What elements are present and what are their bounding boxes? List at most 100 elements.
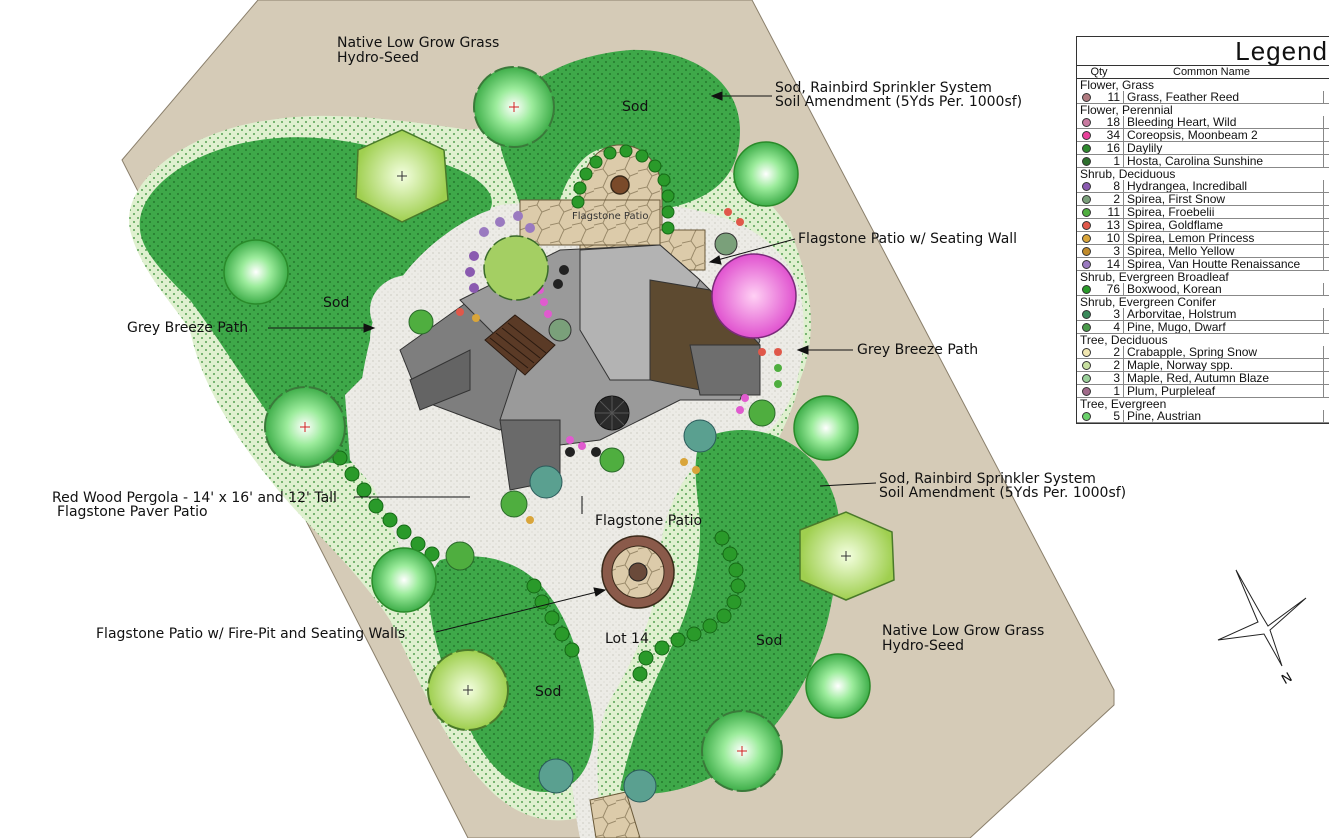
legend-qty: 5	[1092, 423, 1124, 424]
label-flagstone-seating: Flagstone Patio w/ Seating Wall	[798, 231, 1017, 247]
legend-header: Qty Common Name	[1077, 66, 1329, 79]
legend-common-name: Spirea, Van Houtte Renaissance	[1124, 258, 1324, 270]
label-native-top-2: Hydro-Seed	[337, 50, 419, 66]
legend-common-name: Maple, Red, Autumn Blaze	[1124, 372, 1324, 384]
north-label: N	[1279, 670, 1295, 688]
legend-common-name: Plum, Purpleleaf	[1124, 385, 1324, 397]
legend-category: Shrub, Deciduous	[1080, 167, 1176, 181]
plant-symbol-icon	[1080, 347, 1092, 357]
legend-qty: 2	[1092, 193, 1124, 205]
legend-qty: 34	[1092, 129, 1124, 141]
label-sod-2: Sod	[323, 295, 349, 311]
label-native-top-1: Native Low Grow Grass	[337, 35, 499, 51]
legend-title: Legend	[1077, 37, 1329, 66]
legend-qty: 4	[1092, 321, 1124, 333]
label-sod-right-1: Sod, Rainbird Sprinkler System	[879, 471, 1096, 487]
legend-common-name: Spirea, Froebelii	[1124, 206, 1324, 218]
legend-common-name: Spirea, Goldflame	[1124, 219, 1324, 231]
legend-common-name: Maple, Norway spp.	[1124, 359, 1324, 371]
plant-symbol-icon	[1080, 246, 1092, 256]
legend-qty: 10	[1092, 232, 1124, 244]
label-grey-breeze-right: Grey Breeze Path	[857, 342, 978, 358]
legend-qty: 76	[1092, 283, 1124, 295]
fountain	[610, 175, 630, 195]
legend-qty: 14	[1092, 258, 1124, 270]
label-sod-top-2: Soil Amendment (5Yds Per. 1000sf)	[775, 94, 1022, 110]
house-roof	[399, 244, 761, 491]
plant-symbol-icon	[1080, 309, 1092, 319]
tree-plum-purpleleaf	[711, 253, 797, 339]
legend-category: Tree, Evergreen	[1080, 397, 1167, 411]
legend-category: Flower, Grass	[1080, 78, 1155, 92]
tree-crabapple	[427, 235, 549, 731]
label-lot: Lot 14	[605, 631, 649, 647]
plant-symbol-icon	[1080, 207, 1092, 217]
legend-common-name: Spirea, Mello Yellow	[1124, 245, 1324, 257]
plant-symbol-icon	[1080, 322, 1092, 332]
pergola	[484, 314, 556, 376]
firepit-patio	[601, 535, 675, 609]
label-sod-3: Sod	[756, 633, 782, 649]
legend-qty: 3	[1092, 372, 1124, 384]
plant-symbol-icon	[1080, 130, 1092, 140]
plant-symbol-icon	[1080, 117, 1092, 127]
plant-symbol-icon	[1080, 194, 1092, 204]
label-firepit: Flagstone Patio w/ Fire-Pit and Seating …	[96, 626, 405, 642]
legend-qty: 16	[1092, 142, 1124, 154]
tree-austrian-pine	[223, 141, 871, 719]
legend-common-name: Boxwood, Korean	[1124, 283, 1324, 295]
plant-symbol-icon	[1080, 156, 1092, 166]
plant-symbol-icon	[1080, 386, 1092, 396]
legend-common-name: Spruce, Colorado Blue	[1124, 423, 1324, 424]
plant-symbol-icon	[1080, 284, 1092, 294]
sod-area-top	[499, 49, 740, 211]
label-flagstone-patio: Flagstone Patio	[595, 513, 702, 529]
label-pergola-2: Flagstone Paver Patio	[57, 504, 208, 520]
plant-symbol-icon	[1080, 181, 1092, 191]
label-sod-top-1: Sod, Rainbird Sprinkler System	[775, 80, 992, 96]
legend-common-name: Pine, Austrian	[1124, 410, 1324, 422]
label-pergola-1: Red Wood Pergola - 14' x 16' and 12' Tal…	[52, 490, 337, 506]
driveway	[589, 791, 641, 838]
legend-common-name: Coreopsis, Moonbeam 2	[1124, 129, 1324, 141]
boxwood-hedge-right	[632, 530, 746, 682]
legend-qty: 5	[1092, 410, 1124, 422]
north-arrow	[1217, 569, 1307, 667]
legend-category: Tree, Deciduous	[1080, 333, 1168, 347]
legend-common-name: Spirea, First Snow	[1124, 193, 1324, 205]
legend-category: Shrub, Evergreen Conifer	[1080, 295, 1217, 309]
plant-symbol-icon	[1080, 259, 1092, 269]
legend-qty: 8	[1092, 180, 1124, 192]
label-sod-4: Sod	[535, 684, 561, 700]
plant-symbol-icon	[1080, 360, 1092, 370]
plant-symbol-icon	[1080, 220, 1092, 230]
legend-qty: 13	[1092, 219, 1124, 231]
legend-common-name: Spirea, Lemon Princess	[1124, 232, 1324, 244]
legend-qty: 2	[1092, 346, 1124, 358]
legend-common-name: Daylily	[1124, 142, 1324, 154]
legend-qty: 3	[1092, 245, 1124, 257]
legend-category: Shrub, Evergreen Broadleaf	[1080, 270, 1229, 284]
boxwood-hedge-left	[332, 450, 580, 658]
leader-lines	[268, 91, 877, 633]
legend-common-name: Bleeding Heart, Wild	[1124, 116, 1324, 128]
label-patio-small: Flagstone Patio	[572, 211, 648, 222]
legend-qty: 11	[1092, 91, 1124, 103]
